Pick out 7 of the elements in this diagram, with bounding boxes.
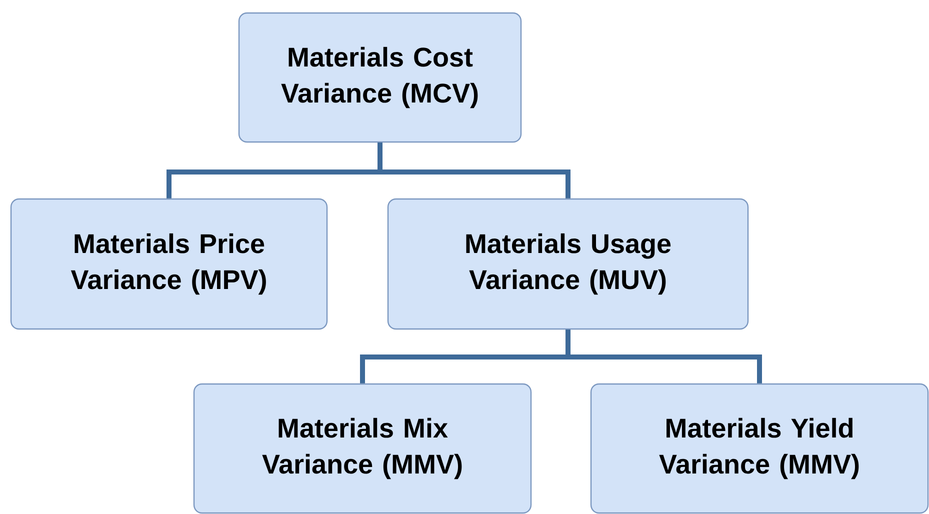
connector (566, 330, 762, 384)
connector (378, 142, 570, 198)
variance-box: Materials Price Variance (MPV) (10, 198, 328, 330)
variance-box: Materials Cost Variance (MCV) (238, 12, 522, 143)
variance-box: Materials Mix Variance (MMV) (193, 383, 532, 514)
variance-box: Materials Usage Variance (MUV) (387, 198, 749, 330)
variance-box: Materials Yield Variance (MMV) (590, 383, 929, 514)
